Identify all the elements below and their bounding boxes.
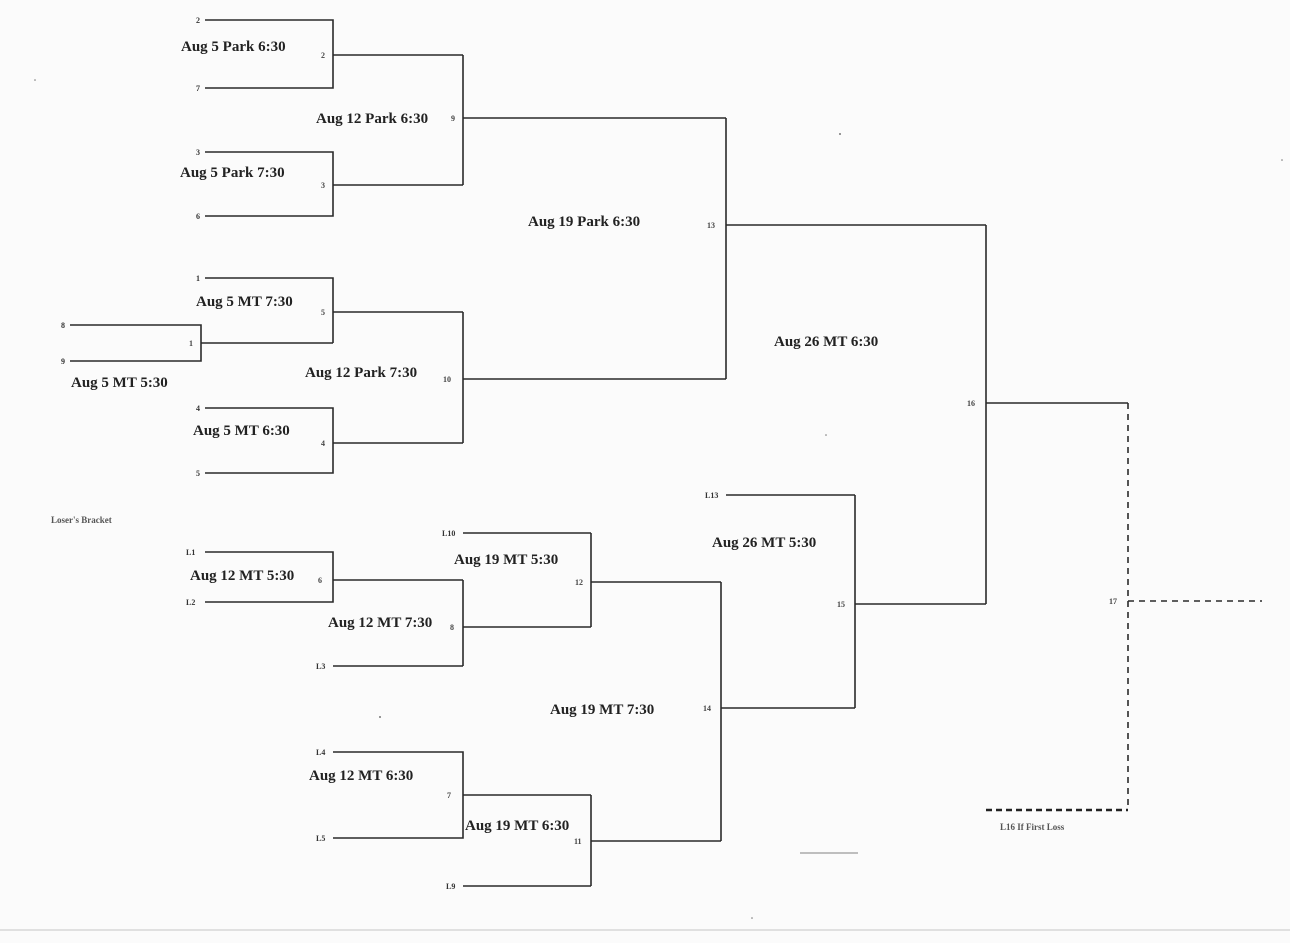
game-number-14: 14 [703,704,711,713]
speck [379,716,381,718]
game-label-aug12-mt-530: Aug 12 MT 5:30 [190,568,294,584]
game-7-line [333,751,464,839]
game-number-15: 15 [837,600,845,609]
scan-specks [34,79,1283,919]
game-schedule-labels: Aug 5 Park 6:30 Aug 5 Park 7:30 Aug 5 MT… [71,39,878,834]
game-label-aug5-mt-530: Aug 5 MT 5:30 [71,375,168,391]
game-3-line [205,151,334,217]
winners-bracket-lines [70,19,1262,812]
game-number-9: 9 [451,114,455,123]
slot-l1: L1 [186,548,195,557]
game-1-line [70,324,202,362]
game-label-aug12-park-730: Aug 12 Park 7:30 [305,365,417,381]
seed-7: 7 [196,84,200,93]
if-first-loss-note: L16 If First Loss [1000,822,1065,832]
game-number-16: 16 [967,399,975,408]
seed-6: 6 [196,212,200,221]
game-number-13: 13 [707,221,715,230]
game-label-aug26-mt-630: Aug 26 MT 6:30 [774,334,878,350]
slot-l3: L3 [316,662,325,671]
speck [839,133,841,135]
game-number-6: 6 [318,576,322,585]
speck [34,79,36,81]
seed-labels: 2 7 3 6 1 8 9 4 5 [61,16,200,478]
game-label-aug12-mt-730: Aug 12 MT 7:30 [328,615,432,631]
slot-l10: L10 [442,529,455,538]
game-number-17: 17 [1109,597,1117,606]
seed-2: 2 [196,16,200,25]
slot-l2: L2 [186,598,195,607]
game-number-2: 2 [321,51,325,60]
game-number-4: 4 [321,439,325,448]
game-label-aug19-mt-630: Aug 19 MT 6:30 [465,818,569,834]
game-label-aug5-park-630: Aug 5 Park 6:30 [181,39,286,55]
game-number-11: 11 [574,837,582,846]
game-number-5: 5 [321,308,325,317]
game-number-7: 7 [447,791,451,800]
seed-1: 1 [196,274,200,283]
losers-bracket-lines [205,494,986,887]
game-label-aug19-park-630: Aug 19 Park 6:30 [528,214,640,230]
game-number-3: 3 [321,181,325,190]
slot-l13: L13 [705,491,718,500]
speck [825,434,827,436]
game-6-line [205,551,334,603]
game-number-12: 12 [575,578,583,587]
seed-9: 9 [61,357,65,366]
seed-3: 3 [196,148,200,157]
game-label-aug19-mt-730: Aug 19 MT 7:30 [550,702,654,718]
game-number-8: 8 [450,623,454,632]
game-label-aug26-mt-530: Aug 26 MT 5:30 [712,535,816,551]
game-number-1: 1 [189,339,193,348]
game-number-markers: 2 3 9 1 5 4 10 13 16 17 6 8 12 7 11 14 1… [189,51,1117,846]
game-label-aug19-mt-530: Aug 19 MT 5:30 [454,552,558,568]
game-5-line [205,277,334,343]
game-label-aug5-mt-630: Aug 5 MT 6:30 [193,423,290,439]
speck [751,917,753,919]
game-label-aug12-mt-630: Aug 12 MT 6:30 [309,768,413,784]
seed-5: 5 [196,469,200,478]
seed-8: 8 [61,321,65,330]
game-2-line [205,19,334,89]
loser-slot-labels: L1 L2 L3 L4 L5 L10 L9 L13 [186,491,718,891]
game-label-aug5-park-730: Aug 5 Park 7:30 [180,165,285,181]
slot-l9: L9 [446,882,455,891]
losers-bracket-heading: Loser's Bracket [51,515,112,525]
speck [1281,159,1283,161]
slot-l5: L5 [316,834,325,843]
game-label-aug5-mt-730: Aug 5 MT 7:30 [196,294,293,310]
game-number-10: 10 [443,375,451,384]
slot-l4: L4 [316,748,325,757]
game-label-aug12-park-630: Aug 12 Park 6:30 [316,111,428,127]
seed-4: 4 [196,404,200,413]
game-4-line [205,407,334,474]
